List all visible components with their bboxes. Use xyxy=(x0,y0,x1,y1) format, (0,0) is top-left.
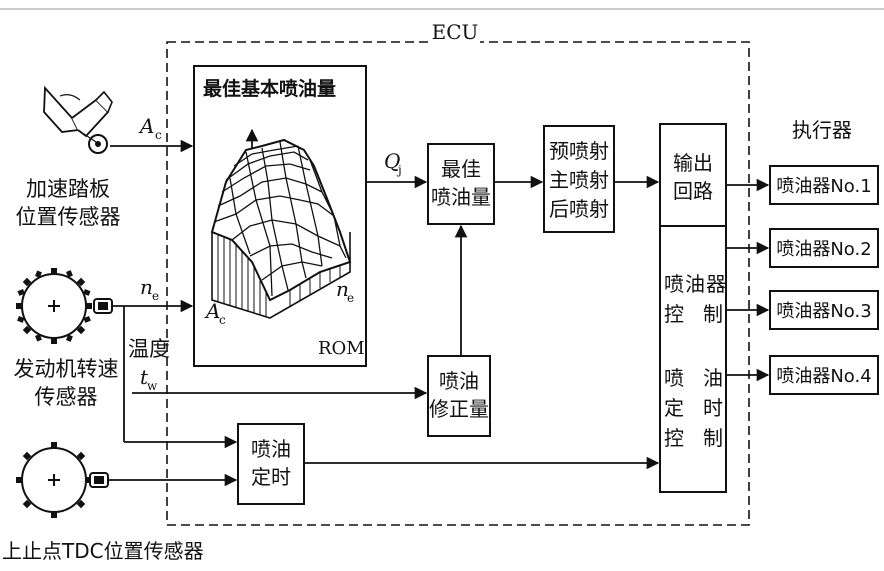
output-control-block xyxy=(659,123,727,493)
tw-signal-sub: w xyxy=(147,379,158,393)
correction-block xyxy=(427,355,491,437)
rom-axis-n-sub: e xyxy=(347,291,354,305)
injector-no2-box xyxy=(769,228,879,268)
ecu-label: ECU xyxy=(432,20,479,44)
injector-control-line2b: 制 xyxy=(703,302,723,326)
tdc-gear-icon xyxy=(16,442,92,518)
accel-signal-sub: c xyxy=(155,128,162,142)
timing-control-3a: 控 xyxy=(664,426,684,450)
injector-no3-label: 喷油器No.3 xyxy=(776,301,871,322)
best-injection-line2: 喷油量 xyxy=(431,185,491,209)
best-injection-block xyxy=(427,143,495,225)
output-line1: 输出 xyxy=(673,151,713,175)
ne-signal: n xyxy=(140,275,153,299)
engine-speed-gear-icon xyxy=(16,268,92,344)
ne-signal-sub: e xyxy=(152,289,159,303)
engine-speed-label-1: 发动机转速 xyxy=(14,357,119,381)
timing-control-1b: 油 xyxy=(703,366,723,390)
timing-line1: 喷油 xyxy=(251,437,291,461)
rom-label: ROM xyxy=(318,338,365,359)
injector-control-line1: 喷油器 xyxy=(664,272,727,296)
timing-control-3b: 制 xyxy=(703,426,723,450)
temperature-label: 温度 xyxy=(128,337,170,361)
injector-no1-box xyxy=(769,165,879,205)
rom-axis-n: n xyxy=(336,277,349,301)
ecu-label-bg xyxy=(430,20,480,44)
correction-line1: 喷油 xyxy=(439,369,479,393)
timing-control-1a: 喷 xyxy=(664,366,684,390)
timing-control-2b: 时 xyxy=(703,396,723,420)
main-injection-label: 主喷射 xyxy=(549,168,609,192)
tdc-sensor-label: 上止点TDC位置传感器 xyxy=(2,539,204,563)
correction-line2: 修正量 xyxy=(429,397,489,421)
injector-control-line2a: 控 xyxy=(664,302,684,326)
qj-signal-sub: j xyxy=(396,163,402,177)
timing-control-2a: 定 xyxy=(664,396,684,420)
engine-speed-label-2: 传感器 xyxy=(35,385,98,409)
rom-axis-a-sub: c xyxy=(219,313,226,327)
qj-signal: Q xyxy=(384,149,400,173)
actuators-title: 执行器 xyxy=(792,118,852,142)
best-injection-line1: 最佳 xyxy=(441,157,481,181)
injector-no1-label: 喷油器No.1 xyxy=(776,176,871,197)
output-line2: 回路 xyxy=(673,179,713,203)
accel-signal: A xyxy=(138,114,154,138)
pre-injection-label: 预喷射 xyxy=(549,139,609,163)
rom-axis-a: A xyxy=(204,299,220,323)
post-injection-label: 后喷射 xyxy=(549,197,609,221)
timing-line2: 定时 xyxy=(251,465,291,489)
injector-no4-box xyxy=(769,355,879,395)
injector-no4-label: 喷油器No.4 xyxy=(776,366,871,387)
injector-no2-label: 喷油器No.2 xyxy=(776,239,871,260)
tdc-probe-icon xyxy=(89,472,109,488)
accelerator-pedal-icon xyxy=(43,85,113,154)
fuel-map-surface xyxy=(210,128,352,319)
injection-timing-block xyxy=(237,423,305,505)
engine-speed-probe-icon xyxy=(93,298,113,314)
injector-no3-box xyxy=(769,290,879,330)
accel-sensor-label-2: 位置传感器 xyxy=(16,205,121,229)
injection-stages-block xyxy=(543,125,615,233)
tw-signal: t xyxy=(140,365,149,389)
rom-title: 最佳基本喷油量 xyxy=(203,77,336,100)
accel-sensor-label-1: 加速踏板 xyxy=(26,177,110,201)
